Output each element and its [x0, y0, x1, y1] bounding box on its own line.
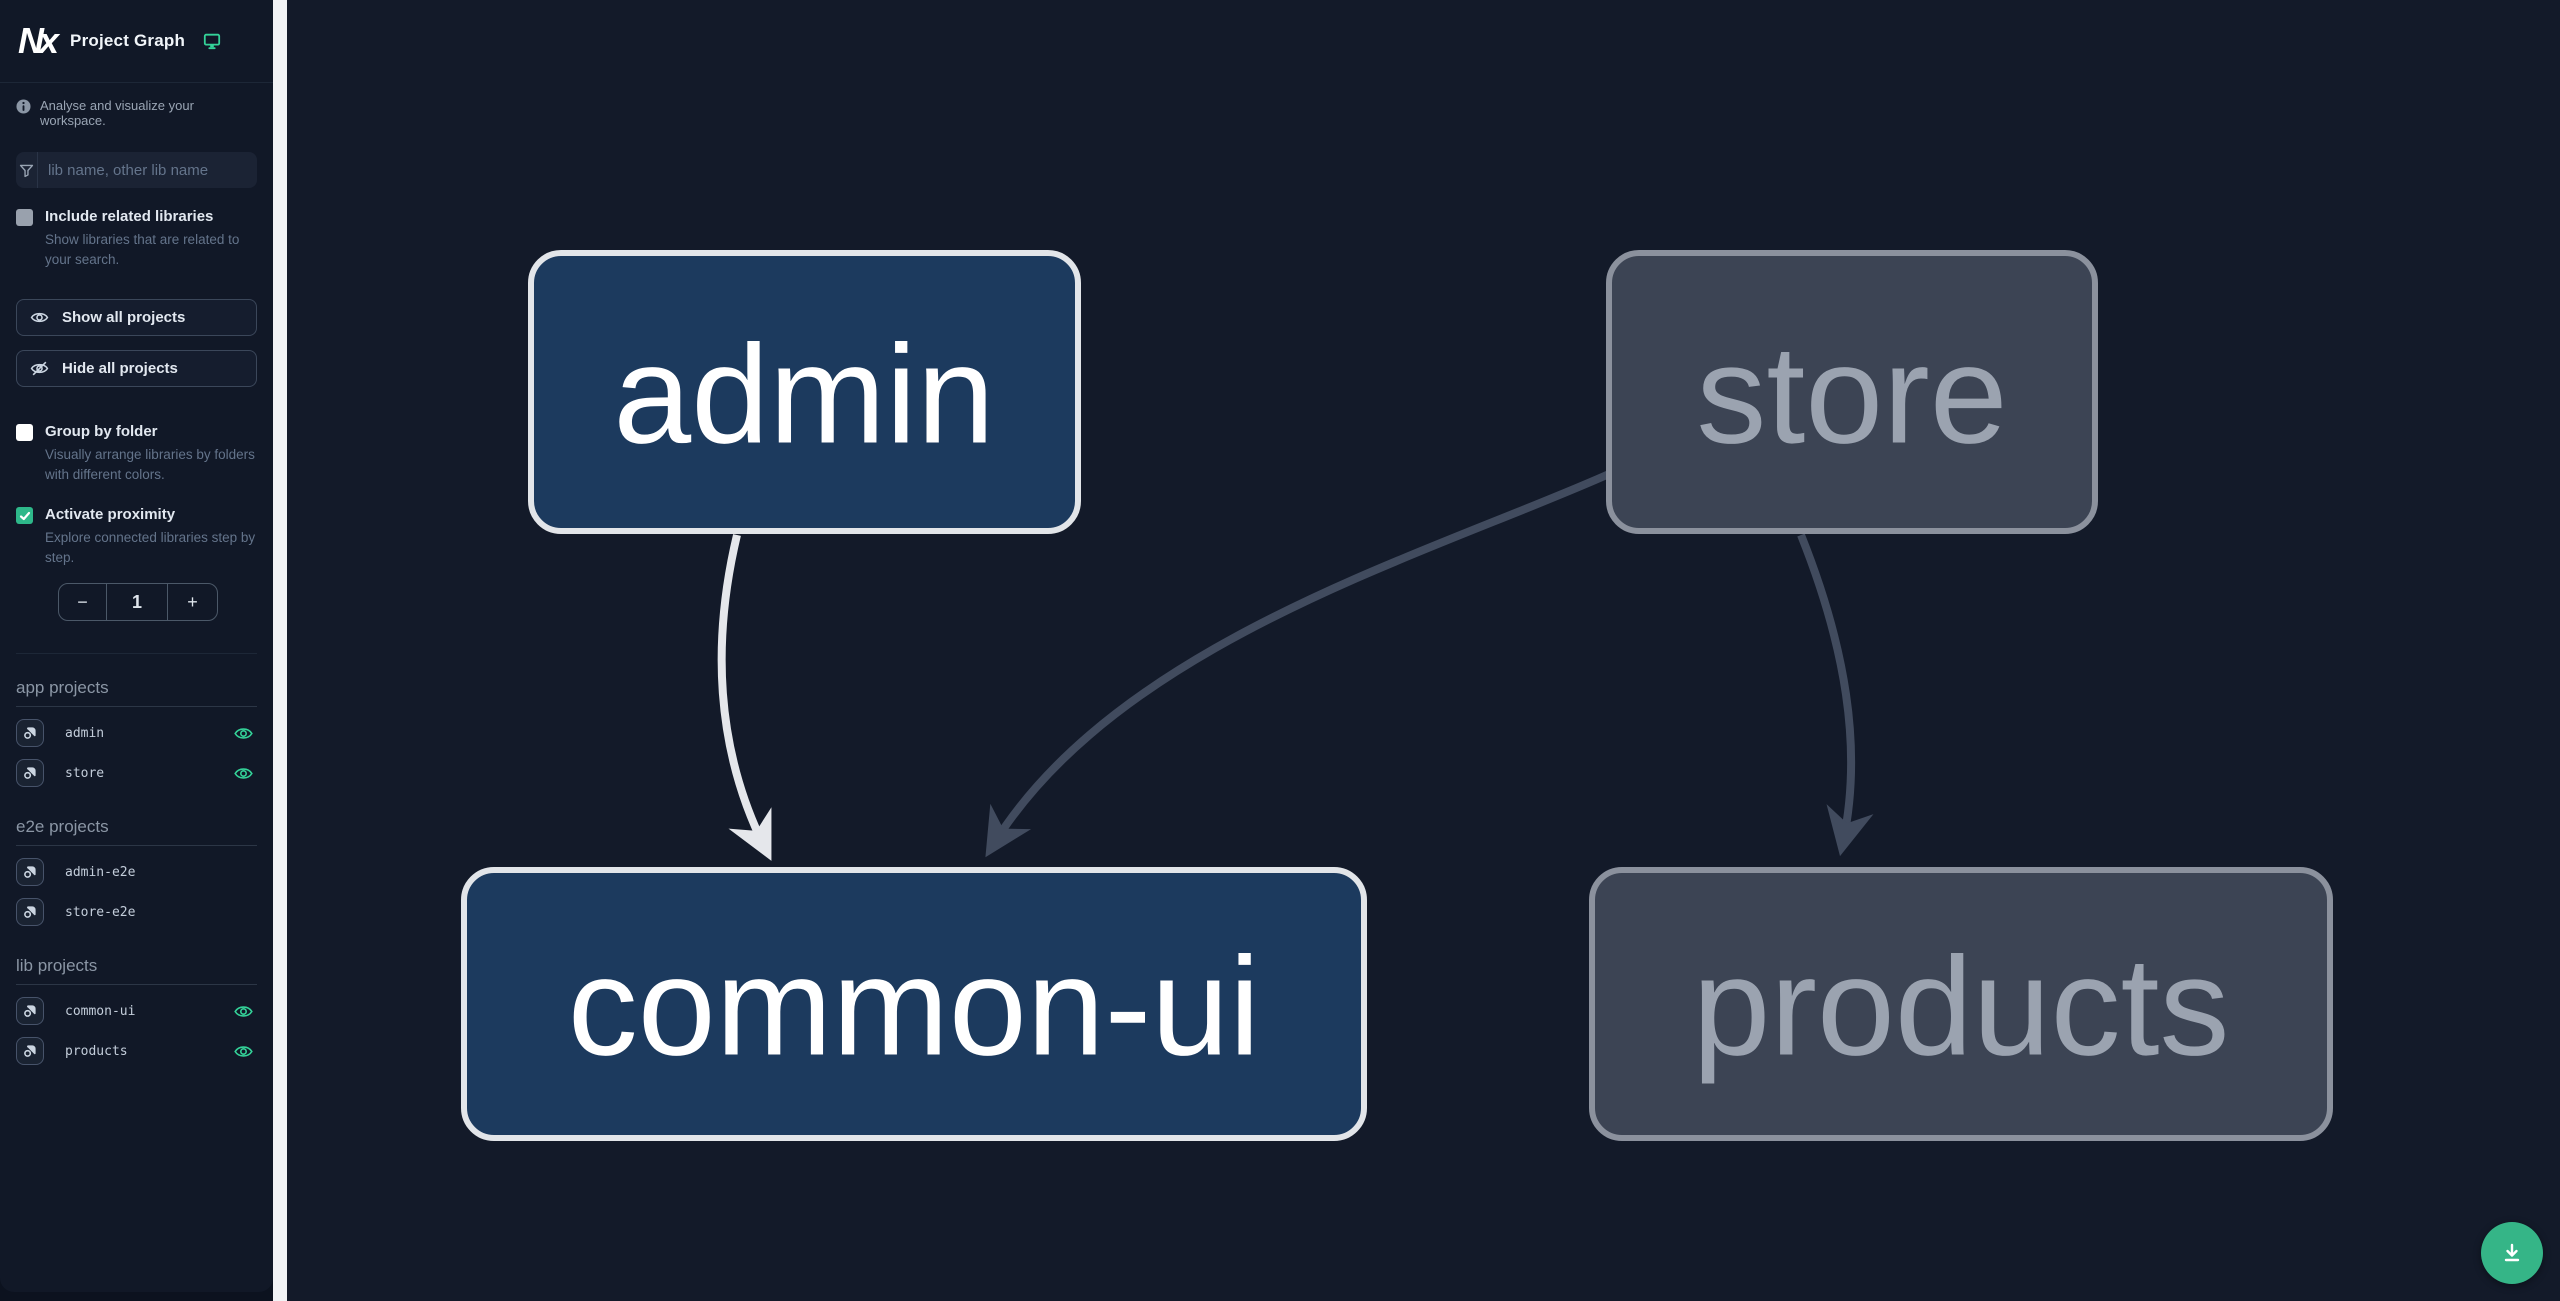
activate-proximity-checkbox[interactable]: [16, 507, 33, 525]
node-label-products: products: [1693, 928, 2230, 1085]
filter-box: [16, 152, 257, 188]
graph-node-products[interactable]: products: [1589, 867, 2333, 1141]
project-visibility-eye-icon[interactable]: [234, 766, 253, 781]
graph-node-store[interactable]: store: [1606, 250, 2098, 534]
project-name[interactable]: common-ui: [65, 1003, 136, 1019]
graph-node-admin[interactable]: admin: [528, 250, 1081, 534]
project-name[interactable]: store: [65, 765, 105, 781]
proximity-increment-button[interactable]: +: [167, 584, 217, 621]
filter-input[interactable]: [38, 152, 257, 188]
nx-logo: Nx: [18, 20, 59, 61]
download-icon: [2504, 1243, 2520, 1262]
project-row-admin: admin: [16, 719, 257, 748]
project-row-products: products: [16, 1037, 257, 1066]
group-by-folder-checkbox[interactable]: [16, 424, 33, 442]
project-row-store-e2e: store-e2e: [16, 898, 257, 927]
eye-icon: [30, 312, 49, 323]
project-row-common-ui: common-ui: [16, 997, 257, 1026]
include-related-desc: Show libraries that are related to your …: [45, 232, 240, 267]
page-title: Project Graph: [70, 31, 186, 50]
section-title-lib-projects: lib projects: [16, 956, 257, 986]
sidebar-header: Nx Project Graph: [0, 0, 273, 83]
edge-admin-to-common-ui[interactable]: [717, 534, 772, 861]
project-name[interactable]: admin: [65, 725, 105, 741]
project-icon[interactable]: [16, 1037, 44, 1066]
project-name[interactable]: products: [65, 1043, 128, 1059]
include-related-checkbox[interactable]: [16, 209, 33, 226]
eye-off-icon: [30, 361, 49, 376]
graph-node-common-ui[interactable]: common-ui: [461, 867, 1367, 1141]
activate-proximity-desc: Explore connected libraries step by step…: [45, 530, 256, 565]
project-name[interactable]: admin-e2e: [65, 864, 136, 880]
project-visibility-eye-icon[interactable]: [234, 1004, 253, 1019]
funnel-icon: [16, 152, 38, 188]
include-related-option[interactable]: Include related libraries Show libraries…: [16, 208, 257, 269]
sidebar-resizer[interactable]: [273, 0, 287, 1301]
project-icon[interactable]: [16, 719, 44, 748]
node-label-store: store: [1696, 316, 2007, 473]
project-icon[interactable]: [16, 759, 44, 788]
project-row-store: store: [16, 759, 257, 788]
hide-all-projects-label: Hide all projects: [62, 360, 178, 378]
show-all-projects-label: Show all projects: [62, 309, 186, 327]
proximity-value: 1: [131, 591, 142, 612]
activate-proximity-option[interactable]: Activate proximity Explore connected lib…: [16, 506, 257, 567]
project-name[interactable]: store-e2e: [65, 904, 136, 920]
group-by-folder-desc: Visually arrange libraries by folders wi…: [45, 447, 255, 482]
workspace-tagline: Analyse and visualize your workspace.: [40, 98, 194, 128]
section-title-e2e-projects: e2e projects: [16, 817, 257, 847]
check-icon: [19, 511, 30, 520]
section-title-app-projects: app projects: [16, 678, 257, 708]
info-icon: [16, 99, 31, 114]
graph-canvas[interactable]: admin store common-ui products: [287, 0, 2560, 1301]
project-icon[interactable]: [16, 858, 44, 887]
sidebar: Nx Project Graph Analyse and visualize y…: [0, 0, 273, 1292]
node-label-common-ui: common-ui: [568, 928, 1260, 1085]
include-related-label: Include related libraries: [45, 208, 214, 225]
group-by-folder-option[interactable]: Group by folder Visually arrange librari…: [16, 423, 257, 484]
group-by-folder-label: Group by folder: [45, 423, 158, 441]
activate-proximity-label: Activate proximity: [45, 506, 176, 524]
sidebar-divider: [16, 653, 257, 655]
project-icon[interactable]: [16, 898, 44, 927]
project-visibility-eye-icon[interactable]: [234, 726, 253, 741]
project-icon[interactable]: [16, 997, 44, 1026]
node-label-admin: admin: [613, 316, 994, 473]
project-row-admin-e2e: admin-e2e: [16, 858, 257, 887]
edge-store-to-products[interactable]: [1797, 533, 1874, 857]
proximity-decrement-button[interactable]: −: [59, 584, 107, 621]
project-graph-svg: admin store common-ui products: [461, 250, 2333, 1141]
show-all-projects-button[interactable]: Show all projects: [16, 299, 257, 337]
proximity-stepper: − 1 +: [58, 583, 218, 622]
download-image-button[interactable]: [2481, 1222, 2543, 1284]
edge-store-to-common-ui[interactable]: [985, 470, 1611, 858]
monitor-icon: [203, 32, 221, 50]
hide-all-projects-button[interactable]: Hide all projects: [16, 350, 257, 388]
workspace-tagline-row: Analyse and visualize your workspace.: [16, 98, 257, 128]
project-visibility-eye-icon[interactable]: [234, 1044, 253, 1059]
